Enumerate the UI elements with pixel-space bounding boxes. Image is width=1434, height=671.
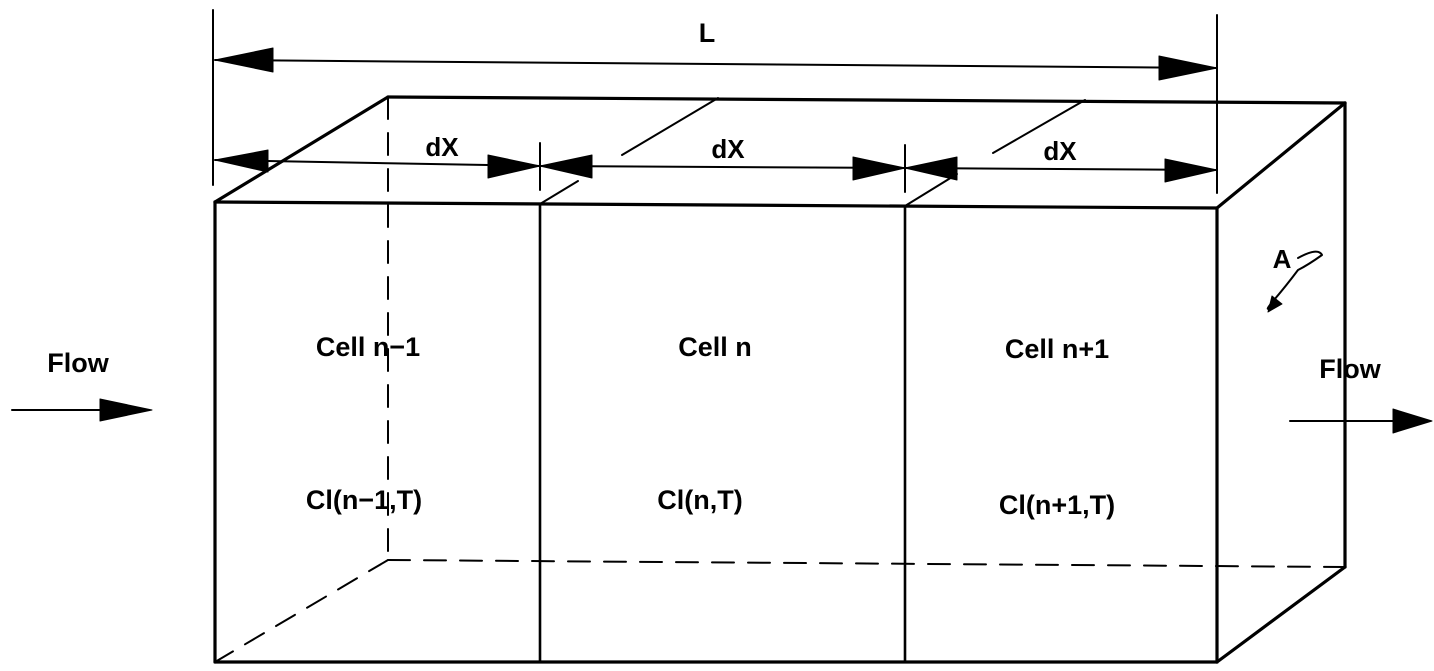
cell-width-line-1: [214, 159, 541, 167]
flow-out-arrow-head: [1392, 408, 1433, 434]
cell-name-label: Cell n: [678, 332, 752, 362]
cell-width-2-arrow-right: [852, 156, 906, 181]
cell-width-label-1: dX: [425, 132, 459, 162]
area-leader-arrow: [1267, 295, 1283, 313]
cell-name-label: Cell n+1: [1005, 334, 1109, 364]
area-annotation: A: [1266, 244, 1323, 313]
divider-top-1-upper: [621, 97, 719, 156]
front-top-edge: [213, 200, 1219, 210]
cell-width-3-arrow-left: [904, 156, 958, 181]
divider-top-2-lower: [904, 173, 958, 207]
cell-width-1-arrow-left: [214, 149, 269, 173]
cell-width-2-arrow-left: [539, 154, 593, 179]
cell-dividers: [538, 97, 1086, 664]
cell-name-label: Cell n−1: [316, 332, 420, 362]
cell-width-line-2: [539, 165, 906, 169]
flow-out: Flow: [1289, 354, 1433, 434]
hidden-edges: [214, 96, 1346, 663]
cell-n: Cell n Cl(n,T): [657, 332, 752, 515]
divider-top-2-upper: [992, 99, 1086, 154]
cell-n-minus-1: Cell n−1 Cl(n−1,T): [306, 332, 422, 515]
flow-in: Flow: [11, 348, 153, 422]
flow-out-label: Flow: [1319, 354, 1381, 384]
dimension-length: L: [212, 9, 1218, 194]
length-arrow-left: [214, 47, 274, 73]
length-dimension-line: [214, 59, 1218, 69]
cell-concentration-label: Cl(n+1,T): [999, 490, 1115, 520]
cell-width-label-3: dX: [1043, 136, 1077, 166]
cell-n-plus-1: Cell n+1 Cl(n+1,T): [999, 334, 1115, 520]
cell-concentration-label: Cl(n−1,T): [306, 485, 422, 515]
top-right-depth-edge: [1215, 101, 1347, 210]
dimension-cell-widths: dX dX dX: [214, 132, 1218, 193]
cell-width-3-arrow-right: [1164, 158, 1218, 183]
cell-width-1-arrow-right: [487, 154, 541, 179]
length-arrow-right: [1158, 55, 1218, 81]
hidden-bottom-depth-edge: [214, 559, 389, 663]
flow-in-label: Flow: [47, 348, 109, 378]
area-label: A: [1273, 244, 1292, 274]
bottom-right-depth-edge: [1215, 565, 1347, 664]
length-label: L: [699, 18, 716, 48]
cell-concentration-label: Cl(n,T): [657, 485, 742, 515]
top-back-edge: [386, 95, 1347, 105]
flow-in-arrow-head: [99, 398, 153, 422]
divider-top-1-lower: [539, 180, 579, 205]
cell-width-label-2: dX: [711, 134, 745, 164]
top-left-depth-edge: [213, 95, 390, 204]
box-outline: [213, 95, 1347, 664]
hidden-bottom-back-edge: [387, 559, 1346, 568]
